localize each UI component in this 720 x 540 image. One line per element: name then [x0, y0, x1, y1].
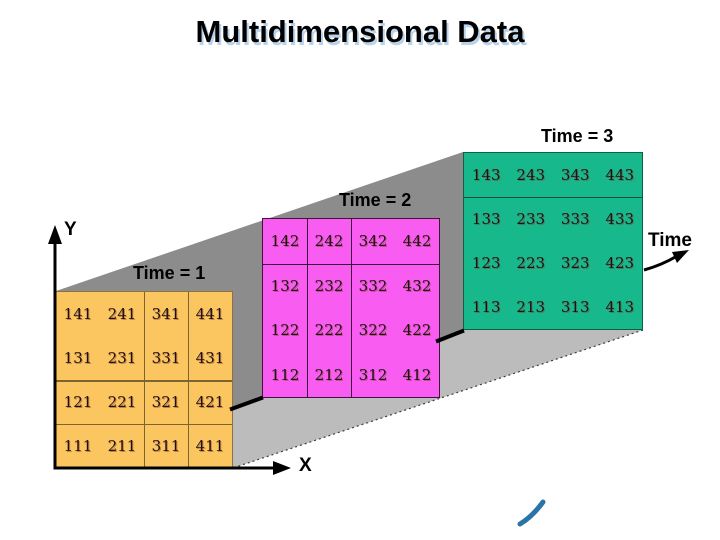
- slab-bottom-dotted-edge: [232, 329, 644, 469]
- grid-cell: 111: [63, 437, 93, 455]
- data-grid-time-1: 141 241 341 441 131 231 331 431 121 221 321 421 111 2…: [56, 292, 232, 468]
- slide-title: Multidimensional Data: [195, 14, 525, 49]
- label-time-3: Time = 3: [541, 126, 614, 146]
- grid-cell: 412: [402, 365, 432, 384]
- grid-cell: 433: [605, 210, 635, 228]
- label-time-2: Time = 2: [339, 190, 412, 210]
- x-axis-label: X: [299, 455, 312, 476]
- time-slice-3: 143 243 343 443 133 233 333 433 123 223 323 423 113 2…: [463, 152, 643, 330]
- grid-cell: 233: [516, 210, 546, 228]
- grid-cell: 342: [358, 232, 388, 251]
- grid-cell: 221: [107, 393, 137, 411]
- grid-cell: 331: [151, 349, 181, 367]
- swoosh-decoration: [517, 499, 546, 527]
- grid-cell: 213: [516, 298, 546, 316]
- time-slice-2: 142 242 342 442 132 232 332 432 122 222 322 422 112 2…: [262, 218, 440, 398]
- y-axis-arrowhead: [48, 225, 62, 244]
- grid-cell: 421: [195, 393, 225, 411]
- data-grid-time-3: 143 243 343 443 133 233 333 433 123 223 323 423 113 2…: [464, 153, 642, 329]
- grid-cell: 321: [151, 393, 181, 411]
- grid-cell: 243: [516, 166, 546, 184]
- grid-cell: 312: [358, 365, 388, 384]
- gridline: [263, 263, 439, 265]
- grid-cell: 343: [560, 166, 590, 184]
- grid-cell: 333: [560, 210, 590, 228]
- grid-cell: 231: [107, 349, 137, 367]
- grid-cell: 122: [270, 321, 300, 340]
- grid-cell: 313: [560, 298, 590, 316]
- gridline: [56, 424, 232, 425]
- grid-cell: 222: [314, 321, 344, 340]
- grid-cell: 322: [358, 321, 388, 340]
- grid-cell: 133: [471, 210, 501, 228]
- grid-cell: 143: [471, 166, 501, 184]
- time-axis-label: Time: [648, 230, 693, 251]
- grid-cell: 232: [314, 276, 344, 295]
- grid-cell: 141: [63, 305, 93, 323]
- grid-cell: 443: [605, 166, 635, 184]
- x-axis-arrowhead: [273, 461, 291, 475]
- slab-edge-segment-2: [435, 328, 465, 344]
- grid-cell: 211: [107, 437, 137, 455]
- grid-cell: 441: [195, 305, 225, 323]
- grid-cell: 341: [151, 305, 181, 323]
- gridline: [307, 219, 308, 397]
- data-grid-time-2: 142 242 342 442 132 232 332 432 122 222 322 422 112 2…: [263, 219, 439, 397]
- slab-edge-segment-1: [229, 395, 264, 412]
- grid-cell: 423: [605, 254, 635, 272]
- grid-cell: 442: [402, 232, 432, 251]
- gridline: [464, 197, 642, 198]
- grid-cell: 113: [471, 298, 501, 316]
- grid-cell: 311: [151, 437, 181, 455]
- grid-cell: 131: [63, 349, 93, 367]
- grid-cell: 241: [107, 305, 137, 323]
- time-slice-1: 141 241 341 441 131 231 331 431 121 221 321 421 111 2…: [56, 291, 233, 468]
- grid-cell: 413: [605, 298, 635, 316]
- grid-cell: 242: [314, 232, 344, 251]
- grid-cell: 121: [63, 393, 93, 411]
- grid-cell: 142: [270, 232, 300, 251]
- grid-cell: 223: [516, 254, 546, 272]
- grid-cell: 212: [314, 365, 344, 384]
- grid-cell: 132: [270, 276, 300, 295]
- grid-cell: 431: [195, 349, 225, 367]
- time-arrowhead: [672, 250, 689, 263]
- grid-cell: 332: [358, 276, 388, 295]
- grid-cell: 323: [560, 254, 590, 272]
- grid-cell: 411: [195, 437, 225, 455]
- grid-cell: 123: [471, 254, 501, 272]
- grid-cell: 112: [270, 365, 300, 384]
- grid-cell: 432: [402, 276, 432, 295]
- y-axis-label: Y: [64, 219, 77, 240]
- label-time-1: Time = 1: [133, 263, 206, 283]
- grid-cell: 422: [402, 321, 432, 340]
- time-arrow: [643, 254, 678, 272]
- gridline: [351, 219, 352, 397]
- gridline: [56, 380, 232, 382]
